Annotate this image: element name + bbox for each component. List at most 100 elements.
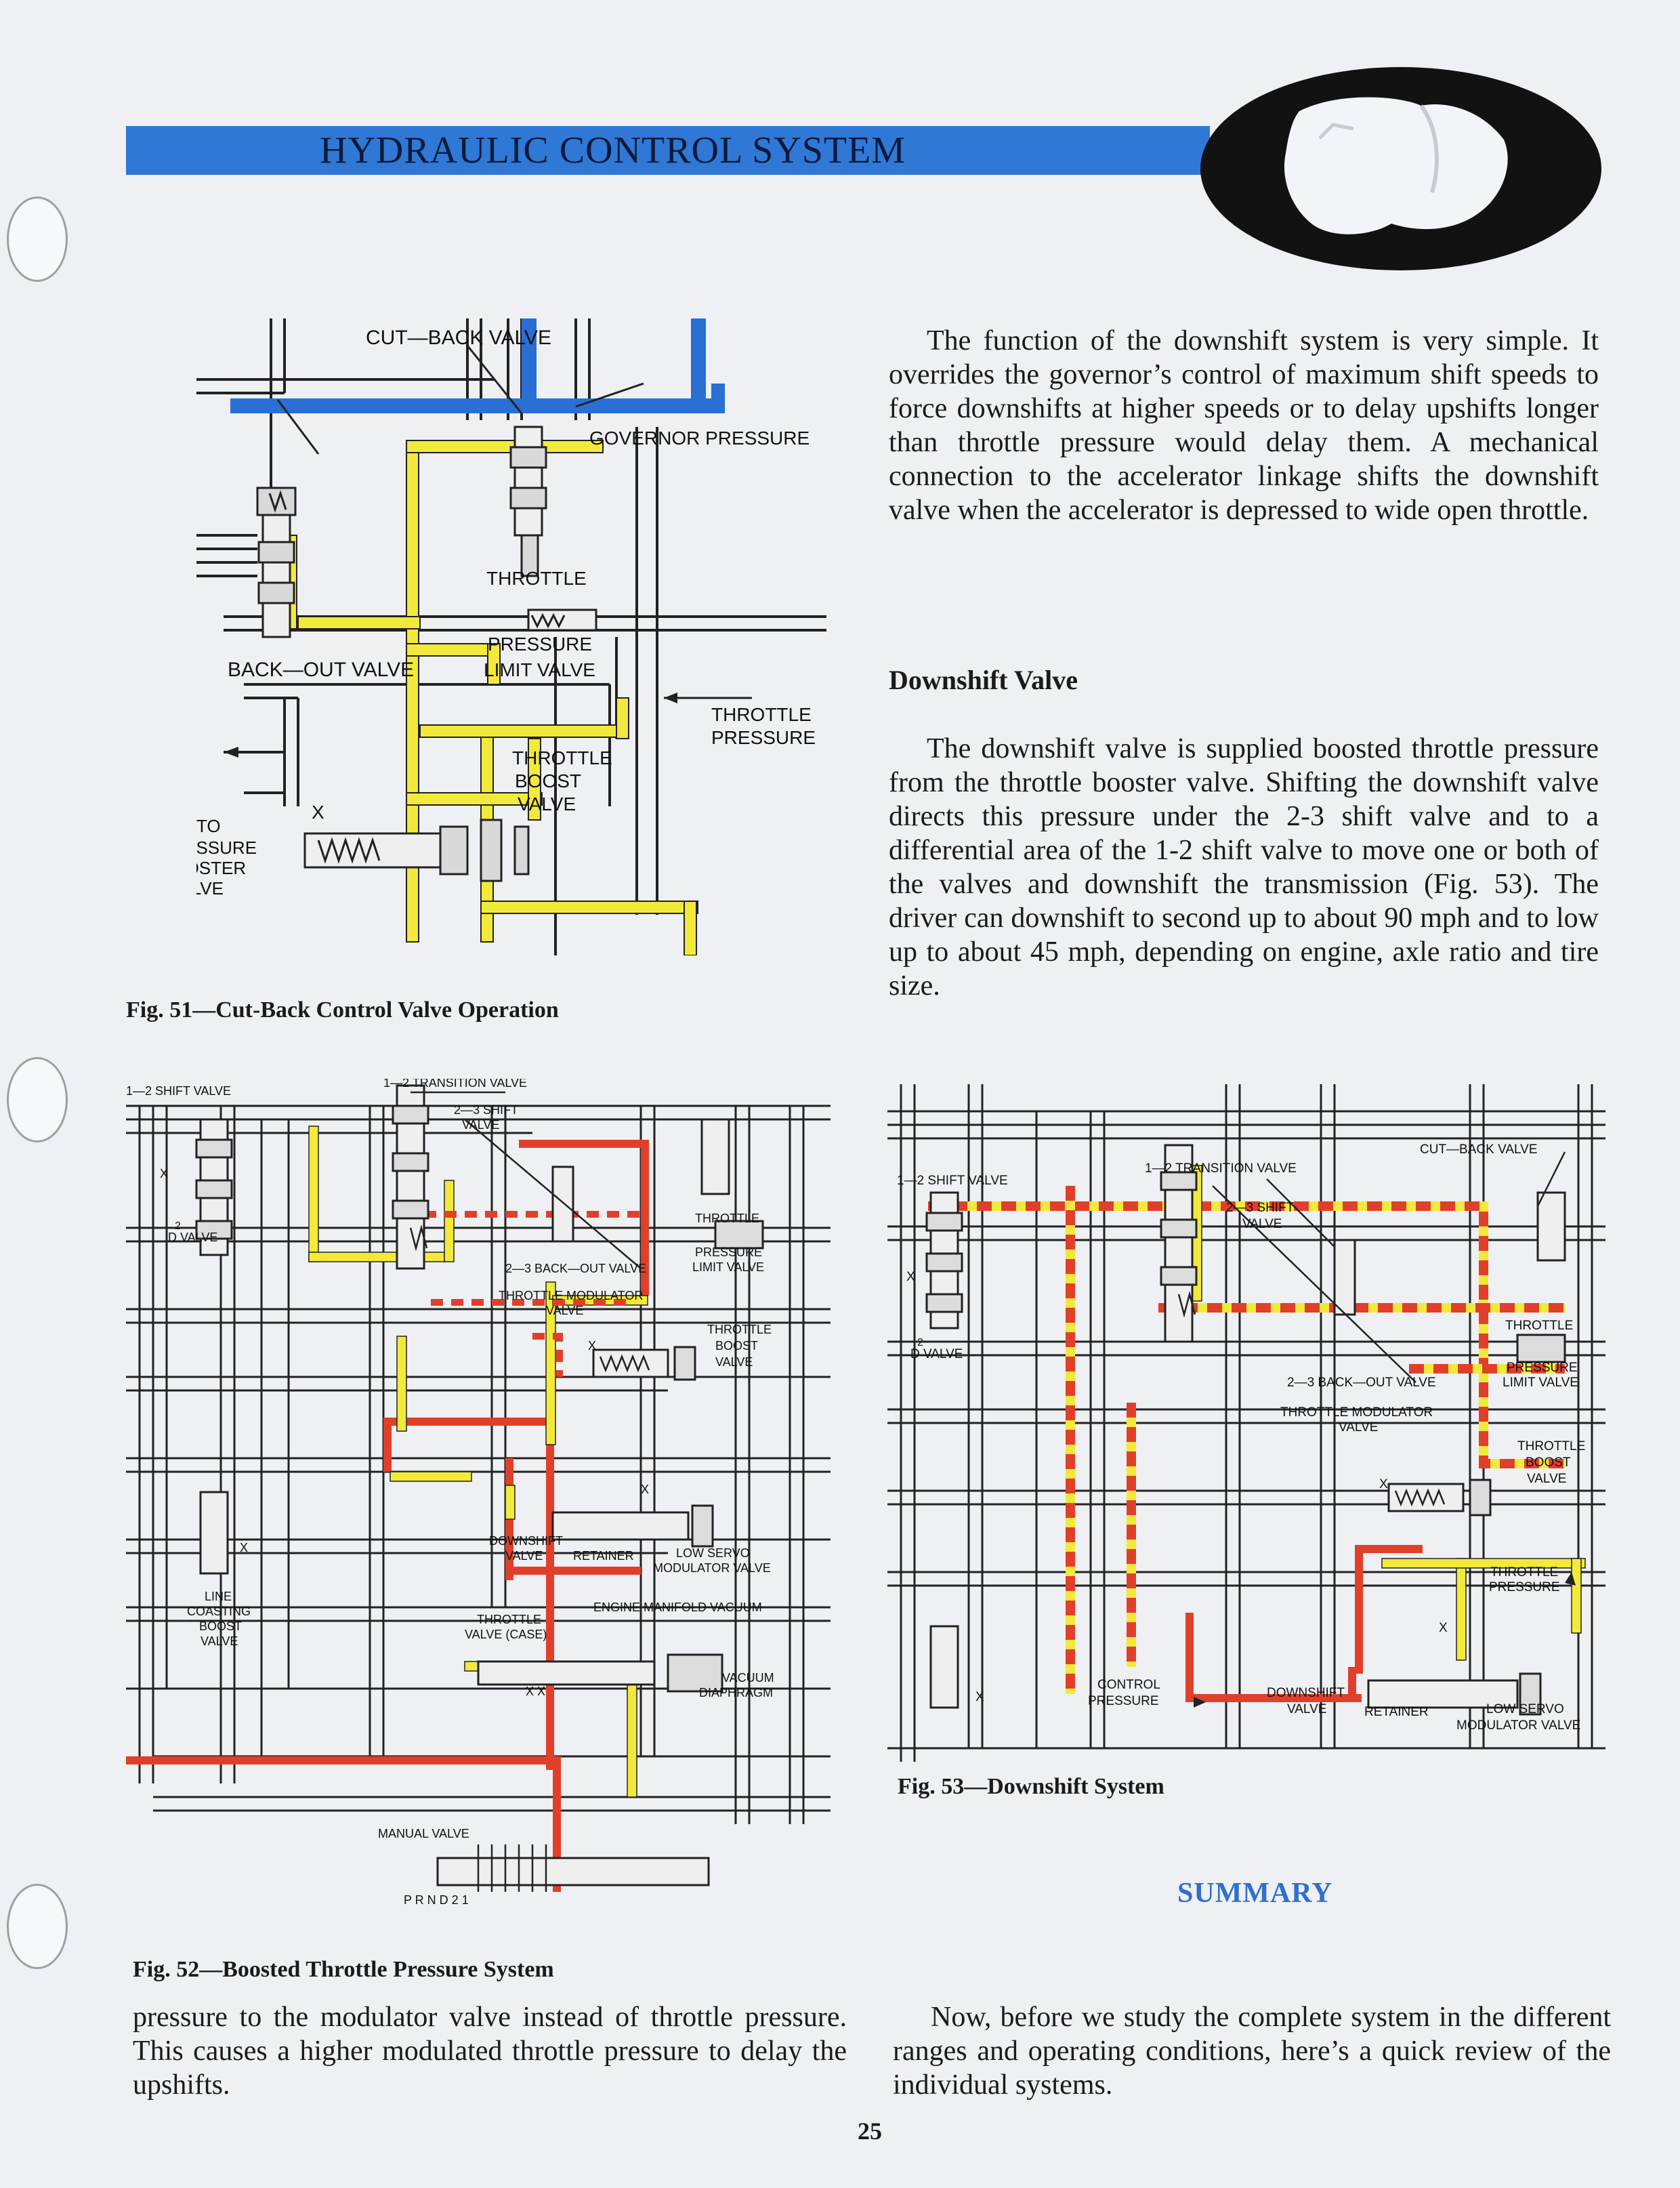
fig52-label-downshift-2: VALVE: [505, 1549, 543, 1563]
fig53-label-downshift-1: DOWNSHIFT: [1267, 1686, 1345, 1700]
fig52-label-throttle-boost-3: VALVE: [715, 1355, 753, 1369]
transmission-logo-icon: [1200, 67, 1601, 270]
fig53-label-throttle: THROTTLE: [1505, 1319, 1573, 1333]
fig51-label-to-1: TO: [196, 816, 221, 836]
fig53-label-throttle-pressure-1: THROTTLE: [1490, 1565, 1558, 1580]
fig53-label-x-b: X: [1379, 1477, 1388, 1491]
fig53-label-d2-valve: D VALVE: [910, 1347, 963, 1361]
fig52-label-line-3: BOOST: [199, 1619, 242, 1633]
fig53-label-throttle-boost-2: BOOST: [1526, 1456, 1571, 1470]
fig52-label-23-shift-a: 2—3 SHIFT: [454, 1103, 518, 1117]
fig51-label-governor-pressure: GOVERNOR PRESSURE: [589, 428, 810, 449]
page-title: HYDRAULIC CONTROL SYSTEM: [320, 129, 906, 171]
fig52-label-sup2: 2: [175, 1220, 181, 1232]
fig52-label-tv-case-1: THROTTLE: [477, 1613, 541, 1626]
fig53-label-throttle-pressure-2: PRESSURE: [1489, 1580, 1560, 1594]
fig52-label-line-4: VALVE: [201, 1634, 238, 1648]
fig51-diagram: CUT—BACK VALVE GOVERNOR PRESSURE THROTTL…: [196, 318, 826, 955]
fig52-label-pressure: PRESSURE: [695, 1245, 762, 1259]
fig52-label-d2-valve: D VALVE: [168, 1231, 217, 1244]
fig52-label-vacuum-2: DIAPHRAGM: [699, 1686, 773, 1699]
fig52-label-retainer: RETAINER: [573, 1549, 634, 1563]
fig53-label-x-a: X: [906, 1270, 915, 1284]
fig51-label-to-2: PRESSURE: [196, 838, 257, 858]
fig53-label-control-2: PRESSURE: [1088, 1694, 1159, 1708]
fig51-label-throttle-pressure-2: PRESSURE: [711, 727, 816, 748]
fig51-label-pressure: PRESSURE: [488, 634, 592, 655]
fig52-label-throttle-boost-2: BOOST: [715, 1339, 758, 1353]
fig51-label-to-4: VALVE: [196, 878, 224, 899]
fig53-label-low-servo-1: LOW SERVO: [1486, 1702, 1564, 1716]
fig51-caption: Fig. 51—Cut-Back Control Valve Operation: [126, 997, 559, 1023]
page-number: 25: [858, 2118, 882, 2145]
fig52-label-low-servo-1: LOW SERVO: [676, 1546, 750, 1560]
fig52-label-downshift-1: DOWNSHIFT: [489, 1534, 563, 1548]
fig52-label-line-2: COASTING: [187, 1605, 251, 1618]
fig53-label-control-1: CONTROL: [1097, 1678, 1160, 1692]
fig52-label-12-transition-valve: 1—2 TRANSITION VALVE: [383, 1079, 527, 1090]
fig52-caption: Fig. 52—Boosted Throttle Pressure System: [133, 1957, 554, 1982]
fig52-label-x-d: X: [641, 1483, 649, 1496]
intro-paragraph: The function of the downshift system is …: [889, 325, 1599, 526]
fig53-label-x-c: X: [1439, 1621, 1448, 1635]
fig53-label-x-d: X: [975, 1690, 984, 1704]
fig52-label-vacuum-1: VACUUM: [722, 1671, 774, 1685]
fig52-label-limit-valve: LIMIT VALVE: [692, 1260, 764, 1274]
fig53-label-cutback-valve: CUT—BACK VALVE: [1420, 1142, 1538, 1157]
fig52-label-throttle-modulator-2: VALVE: [546, 1304, 583, 1317]
fig52-diagram: 1—2 SHIFT VALVE 1—2 TRANSITION VALVE 2—3…: [126, 1079, 831, 1907]
fig52-label-low-servo-2: MODULATOR VALVE: [653, 1561, 771, 1575]
fig52-label-prnd21: P R N D 2 1: [404, 1893, 469, 1907]
fig52-label-x-a: X: [588, 1339, 596, 1353]
fig53-diagram: 1—2 SHIFT VALVE 1—2 TRANSITION VALVE CUT…: [887, 1084, 1605, 1762]
fig53-caption: Fig. 53—Downshift System: [898, 1774, 1164, 1799]
fig52-label-x-c: X: [240, 1541, 248, 1554]
fig52-label-line-1: LINE: [205, 1590, 232, 1603]
fig53-label-23-shift-b: VALVE: [1242, 1217, 1282, 1231]
fig53-label-backout-valve: 2—3 BACK—OUT VALVE: [1287, 1376, 1436, 1390]
fig51-label-backout-valve: BACK—OUT VALVE: [228, 659, 414, 681]
downshift-paragraph: The downshift valve is supplied boosted …: [889, 733, 1599, 1002]
fig51-label-throttle: THROTTLE: [486, 568, 587, 589]
fig53-label-limit-valve: LIMIT VALVE: [1503, 1376, 1578, 1390]
binder-hole-top: [7, 197, 68, 282]
binder-hole-bottom: [7, 1884, 68, 1969]
downshift-valve-heading: Downshift Valve: [889, 665, 1078, 695]
fig53-label-23-shift-a: 2—3 SHIFT: [1226, 1201, 1295, 1215]
fig51-label-throttle-pressure-1: THROTTLE: [711, 704, 812, 725]
fig53-label-throttle-boost-3: VALVE: [1527, 1472, 1566, 1486]
binder-hole-middle: [7, 1057, 68, 1142]
fig53-label-12-shift-valve: 1—2 SHIFT VALVE: [897, 1174, 1008, 1188]
summary-heading: SUMMARY: [1177, 1878, 1333, 1909]
fig53-label-throttle-boost-1: THROTTLE: [1517, 1439, 1585, 1453]
fig53-label-pressure: PRESSURE: [1507, 1361, 1578, 1375]
fig52-label-throttle-boost-1: THROTTLE: [707, 1323, 772, 1336]
fig52-label-throttle: THROTTLE: [695, 1212, 759, 1225]
header-band: [126, 126, 1210, 175]
fig51-label-cutback-valve: CUT—BACK VALVE: [366, 327, 551, 349]
fig51-label-x: X: [312, 802, 324, 823]
fig53-label-downshift-2: VALVE: [1287, 1702, 1326, 1716]
fig53-label-throttle-modulator-1: THROTTLE MODULATOR: [1280, 1405, 1433, 1420]
fig51-label-to-3: BOOSTER: [196, 858, 246, 878]
fig52-label-tv-case-2: VALVE (CASE): [465, 1628, 547, 1641]
fig53-label-retainer: RETAINER: [1364, 1705, 1429, 1719]
fig51-label-throttle-boost-2: BOOST: [515, 770, 581, 791]
right-bottom-paragraph: Now, before we study the complete system…: [893, 2002, 1611, 2101]
fig52-label-backout-valve: 2—3 BACK—OUT VALVE: [505, 1262, 646, 1275]
left-bottom-paragraph: pressure to the modulator valve instead …: [133, 2002, 847, 2101]
fig53-label-throttle-modulator-2: VALVE: [1339, 1420, 1378, 1434]
fig52-label-x-b: X: [160, 1167, 168, 1180]
fig53-label-sup2: 2: [917, 1337, 923, 1348]
fig52-label-throttle-modulator-1: THROTTLE MODULATOR: [499, 1289, 643, 1302]
fig51-label-throttle-boost-3: VALVE: [518, 793, 576, 814]
fig51-label-throttle-boost-1: THROTTLE: [512, 747, 612, 768]
fig52-label-xx: X X: [526, 1685, 545, 1698]
fig51-label-limit-valve: LIMIT VALVE: [484, 659, 595, 680]
fig53-label-12-transition-valve: 1—2 TRANSITION VALVE: [1145, 1161, 1297, 1176]
fig52-label-23-shift-b: VALVE: [462, 1118, 499, 1132]
fig52-label-engine-vacuum: ENGINE MANIFOLD VACUUM: [593, 1601, 762, 1614]
fig52-label-manual-valve: MANUAL VALVE: [378, 1827, 469, 1840]
fig52-label-12-shift-valve: 1—2 SHIFT VALVE: [126, 1084, 231, 1098]
fig53-label-low-servo-2: MODULATOR VALVE: [1456, 1718, 1580, 1733]
